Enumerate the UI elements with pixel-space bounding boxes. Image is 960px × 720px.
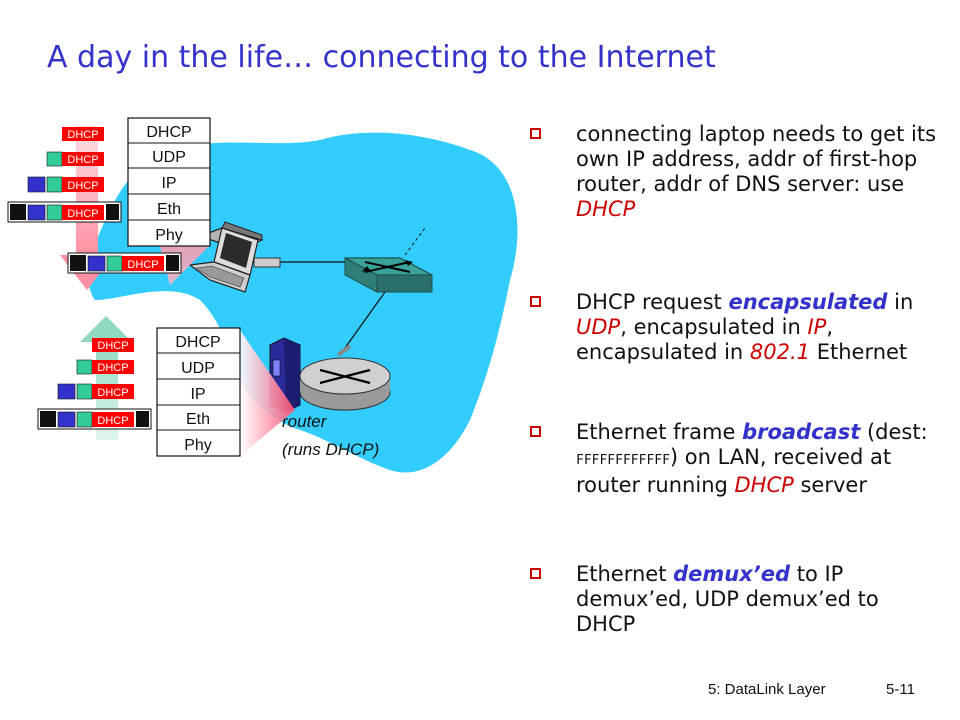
bullet-text-segment: Ethernet	[576, 562, 674, 586]
packet-label: DHCP	[97, 415, 128, 427]
bullet-text-segment: encapsulated	[728, 290, 888, 314]
laptop-frame: DHCP	[67, 252, 182, 274]
packet-label: DHCP	[97, 387, 128, 399]
bullet-text-segment: ) on LAN, received at router running	[576, 445, 892, 497]
bullet-text: DHCP request encapsulated in UDP, encaps…	[576, 290, 940, 365]
bullet-text-segment: DHCP	[734, 473, 794, 497]
bullet-item: Ethernet frame broadcast (dest: FFFFFFFF…	[530, 420, 940, 498]
top-stack-layer: Phy	[155, 227, 183, 244]
packet-label: DHCP	[127, 259, 158, 271]
footer-page-number: 5-11	[886, 681, 915, 698]
router-sublabel: (runs DHCP)	[282, 440, 379, 459]
bullet-text: Ethernet frame broadcast (dest: FFFFFFFF…	[576, 420, 940, 498]
bullet-text-segment: (dest:	[860, 420, 928, 444]
bottom-protocol-stack: DHCP UDP IP Eth Phy	[156, 327, 241, 457]
bullet-text-segment: , encapsulated in	[576, 315, 834, 364]
packet-label: DHCP	[67, 154, 98, 166]
top-stack-layer: DHCP	[146, 124, 191, 141]
bottom-packet-ip: DHCP	[57, 383, 134, 400]
bottom-stack-layer: Eth	[186, 411, 210, 428]
bullet-text-segment: broadcast	[742, 420, 861, 444]
bullet-text-segment: Ethernet frame	[576, 420, 743, 444]
bullet-text: Ethernet demux’ed to IP demux’ed, UDP de…	[576, 562, 940, 637]
bullet-item: Ethernet demux’ed to IP demux’ed, UDP de…	[530, 562, 940, 637]
router-icon	[299, 344, 391, 411]
bottom-stack-layer: Phy	[184, 437, 212, 454]
bullet-box-icon	[530, 568, 541, 579]
bullet-text-segment: server	[793, 473, 867, 497]
switch-icon	[344, 257, 433, 293]
bottom-stack-fan	[240, 330, 295, 456]
bottom-stack-layer: UDP	[181, 360, 215, 377]
top-packet-eth: DHCP	[7, 201, 122, 223]
bottom-stack-layer: IP	[190, 386, 205, 403]
packet-label: DHCP	[97, 362, 128, 374]
bullet-item: connecting laptop needs to get its own I…	[530, 122, 940, 222]
bullet-text-segment: IP	[807, 315, 827, 339]
bullet-text-segment: connecting laptop needs to get its own I…	[576, 122, 937, 196]
bottom-packet-udp: DHCP	[76, 359, 134, 375]
bottom-packet-eth: DHCP	[37, 408, 152, 430]
packet-label: DHCP	[97, 340, 128, 352]
top-packet-ip: DHCP	[27, 176, 104, 193]
bullet-box-icon	[530, 426, 541, 437]
bullet-box-icon	[530, 128, 541, 139]
bottom-packet-dhcp: DHCP	[92, 338, 134, 352]
router-label: router	[282, 412, 328, 431]
bullet-text-segment: DHCP request	[576, 290, 729, 314]
bullet-text: connecting laptop needs to get its own I…	[576, 122, 940, 222]
top-protocol-stack: DHCP UDP IP Eth Phy	[127, 117, 211, 247]
top-packet-udp: DHCP	[46, 151, 104, 167]
packet-label: DHCP	[67, 129, 98, 141]
top-stack-layer: IP	[161, 175, 176, 192]
laptop-plug	[253, 257, 281, 268]
bullet-text-segment: demux’ed	[673, 562, 791, 586]
switch-router-link	[339, 291, 386, 356]
bullet-text-segment: UDP	[576, 315, 621, 339]
packet-label: DHCP	[67, 208, 98, 220]
top-stack-layer: Eth	[157, 201, 181, 218]
footer-chapter: 5: DataLink Layer	[708, 681, 826, 698]
packet-label: DHCP	[67, 180, 98, 192]
bullet-text-segment: , encapsulated in	[620, 315, 808, 339]
bullet-text-segment: 802.1	[749, 340, 811, 364]
bullet-text-segment: DHCP	[576, 197, 636, 221]
bullet-text-segment: in	[887, 290, 914, 314]
bullet-text-segment: FFFFFFFFFFFF	[576, 453, 670, 468]
bullet-item: DHCP request encapsulated in UDP, encaps…	[530, 290, 940, 365]
top-packet-dhcp: DHCP	[62, 127, 104, 141]
bullet-text-segment: Ethernet	[810, 340, 908, 364]
bullet-box-icon	[530, 296, 541, 307]
slide-title: A day in the life… connecting to the Int…	[47, 40, 716, 75]
bullet-text-segment: to IP demux’ed, UDP demux’ed to DHCP	[576, 562, 879, 636]
bottom-stack-layer: DHCP	[175, 334, 220, 351]
top-stack-layer: UDP	[152, 149, 186, 166]
laptop-icon	[188, 221, 264, 293]
